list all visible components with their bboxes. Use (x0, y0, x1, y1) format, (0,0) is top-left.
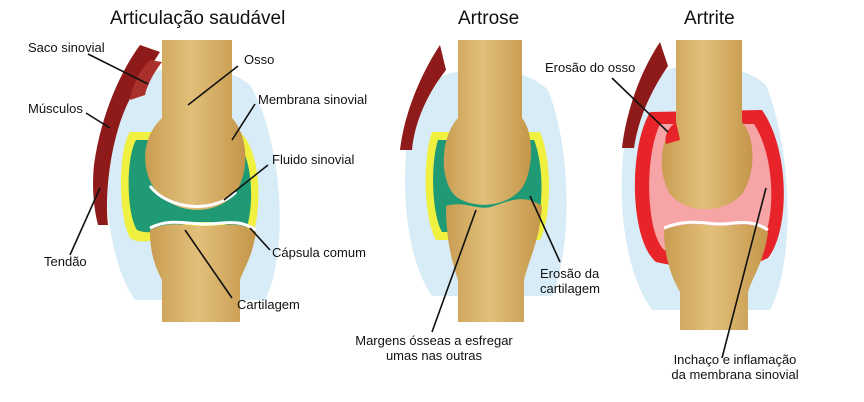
label-cartilage-erosion-line2: cartilagem (540, 281, 600, 296)
label-bone-erosion: Erosão do osso (545, 60, 636, 75)
arthritis-upper-bone (661, 40, 753, 210)
arthritis-illustration (621, 40, 788, 330)
arthritis-muscle (622, 42, 668, 148)
label-synovial-fluid: Fluido sinovial (272, 152, 355, 167)
label-swelling-line1: Inchaço e inflamação (673, 352, 797, 367)
arthritis-bone-erosion (665, 122, 680, 144)
arthritis-cartilage (663, 220, 769, 232)
arthrosis-lower-bone (446, 199, 542, 322)
arthrosis-leader-lines (431, 195, 561, 333)
arthrosis-muscle (400, 45, 446, 150)
label-muscles: Músculos (28, 101, 83, 116)
healthy-leader-lines (69, 53, 271, 299)
arthrosis-title: Artrose (458, 8, 520, 29)
healthy-title: Articulação saudável (110, 8, 286, 29)
label-bone: Osso (244, 52, 275, 67)
label-bone-margins: Margens ósseas a esfregar umas nas outra… (344, 333, 524, 363)
label-capsule: Cápsula comum (272, 245, 366, 260)
arthrosis-upper-bone (443, 40, 531, 205)
healthy-cartilage (149, 220, 257, 232)
healthy-upper-bone (145, 40, 246, 210)
healthy-lower-bone (150, 224, 256, 322)
label-cartilage: Cartilagem (237, 297, 300, 312)
healthy-muscle (93, 45, 160, 225)
label-swelling: Inchaço e inflamação da membrana sinovia… (660, 352, 810, 382)
label-bone-margins-line1: Margens ósseas a esfregar (355, 333, 513, 348)
label-bursa: Saco sinovial (28, 40, 105, 55)
arthrosis-illustration (400, 40, 567, 322)
arthritis-leader-lines (611, 77, 767, 359)
healthy-upper-cartilage (148, 185, 238, 208)
label-cartilage-erosion: Erosão da cartilagem (540, 266, 600, 296)
label-tendon: Tendão (44, 254, 87, 269)
label-bone-margins-line2: umas nas outras (385, 348, 483, 363)
label-synovial-membrane: Membrana sinovial (258, 92, 368, 107)
arthritis-lower-bone (664, 224, 768, 330)
healthy-bursa (130, 60, 162, 100)
label-cartilage-erosion-line1: Erosão da (540, 266, 600, 281)
healthy-joint-illustration (93, 40, 280, 322)
label-swelling-line2: da membrana sinovial (671, 367, 799, 382)
arthritis-title: Artrite (684, 8, 735, 29)
